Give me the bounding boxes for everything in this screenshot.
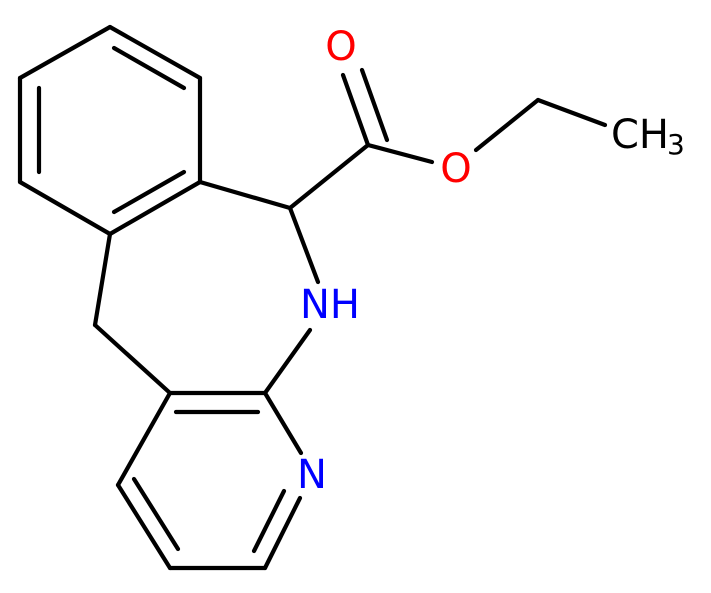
- bond-carbonyl-oester: [365, 142, 435, 165]
- bond-benzene-ch2: [92, 231, 113, 328]
- bond-alpha-carbonyl: [287, 142, 371, 211]
- bond-nh-c2: [262, 327, 313, 396]
- amine-nh-label: NH: [300, 282, 360, 328]
- bond-pyr-n-c6-inner: [251, 488, 287, 554]
- bond-carbonyl-double-2: [359, 67, 390, 143]
- methyl-group-label: CH 3: [611, 112, 685, 161]
- pyridine-n-label: N: [297, 452, 327, 498]
- pyridine-ring: [115, 390, 304, 571]
- bond-carbonyl-double-1: [340, 72, 371, 148]
- bond-pyr-c2-n: [262, 390, 304, 456]
- bond-benzene-1-inner: [111, 45, 187, 91]
- bond-ch2-ch3: [535, 97, 608, 128]
- bond-benzene-4: [17, 179, 113, 237]
- methyl-subscript-label: 3: [667, 128, 685, 161]
- azepine-ring: [92, 179, 321, 396]
- bond-ch2-c3: [92, 322, 173, 396]
- bond-alpha-nh: [287, 205, 321, 285]
- carbonyl-oxygen-label: O: [325, 24, 356, 70]
- bond-oester-ch2: [473, 97, 541, 153]
- bond-pyr-c5-c4-inner: [131, 476, 181, 552]
- bond-benzene-1: [107, 24, 203, 81]
- ester-oxygen-label: O: [440, 146, 471, 192]
- bond-pyr-c4-c3: [115, 390, 173, 488]
- bond-benzene-6: [17, 24, 113, 81]
- bond-benzene-3: [107, 179, 203, 237]
- methyl-ch-label: CH: [611, 112, 669, 158]
- bond-c-alpha: [197, 179, 293, 211]
- benzene-ring: [17, 24, 203, 237]
- ester-group: [287, 67, 608, 211]
- bond-pyr-n-c6: [262, 495, 303, 571]
- bond-benzene-3-inner: [111, 169, 187, 215]
- bond-pyr-c5-c4: [115, 482, 173, 571]
